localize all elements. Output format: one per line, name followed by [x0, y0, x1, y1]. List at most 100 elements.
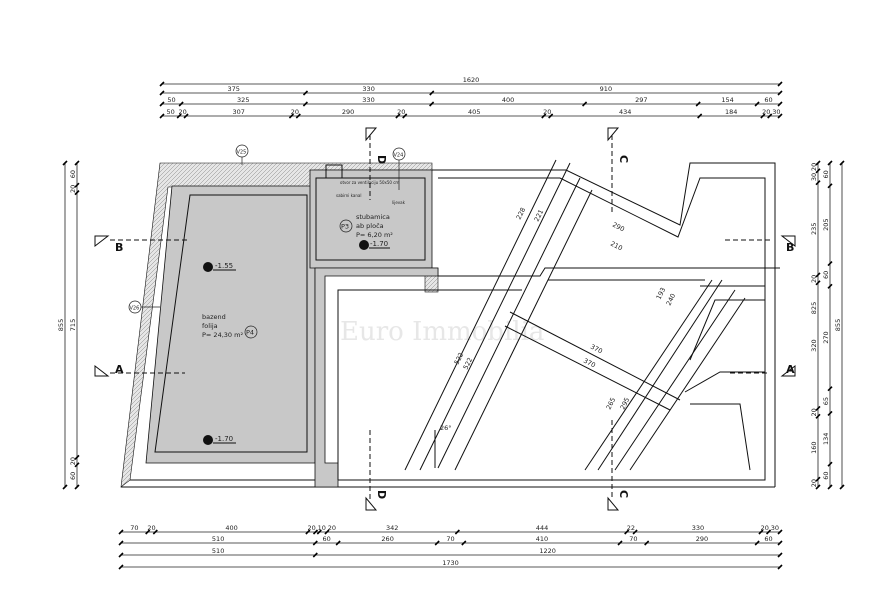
watermark: Euro Immobilia: [340, 317, 544, 347]
dimension-tick: [295, 113, 301, 119]
dimension-total-label: 825: [810, 302, 818, 314]
dimension-tick: [815, 280, 821, 286]
dimension-tick: [582, 101, 588, 107]
dimension-tick: [118, 529, 124, 535]
dimension-tick: [152, 529, 158, 535]
note: sabirni kanal: [336, 193, 361, 198]
dimension-tick: [839, 484, 845, 490]
dimension-tick: [777, 113, 783, 119]
dimension-tick: [827, 410, 833, 416]
dimension-tick: [395, 113, 401, 119]
dimension-tick: [312, 529, 319, 535]
dimension-tick: [429, 90, 435, 96]
dimension-label: 30: [772, 108, 780, 116]
dimension-label: 20: [328, 524, 336, 532]
dimension-tick: [74, 484, 80, 490]
dimension-label: 330: [692, 524, 704, 532]
dimension-tick: [839, 160, 845, 166]
dimension-tick: [632, 529, 638, 535]
dimension-tick: [827, 461, 833, 467]
dimension-tick: [777, 540, 783, 546]
dimension-label: 20: [69, 457, 77, 465]
level-label: -1.55: [215, 262, 233, 270]
dimension-tick: [777, 81, 783, 87]
dimension-tick: [644, 540, 650, 546]
room-area: P= 24,30 m²: [202, 331, 243, 339]
dimension-label: 297: [635, 96, 647, 104]
dimension-label: 510: [212, 535, 224, 543]
dimension-tick: [815, 160, 821, 166]
dimension-tick: [815, 484, 821, 490]
dimension-label: 20: [761, 524, 769, 532]
dimension-label: 342: [386, 524, 398, 532]
dimension-label: 20: [762, 108, 770, 116]
dimension-label: 20: [147, 524, 155, 532]
dimension-tick: [74, 462, 80, 468]
room-tag: P4: [246, 329, 254, 337]
dimension-label: 855: [57, 319, 65, 331]
dimension-label: 60: [323, 535, 331, 543]
wall-tags: V25 V24 V26: [128, 144, 406, 314]
dimension-label: 510: [212, 547, 224, 555]
level-marker: -1.55: [203, 262, 236, 272]
dimension-label: 30: [810, 173, 818, 181]
dimension-tick: [159, 101, 165, 107]
dimension-tick: [767, 113, 773, 119]
dimension-tick: [548, 113, 554, 119]
dimension-label: 270: [822, 331, 830, 343]
dimension-label: 1220: [539, 547, 556, 555]
room-name: stubamica: [356, 213, 390, 221]
dimension-tick: [827, 386, 833, 392]
dimension-label: 60: [822, 170, 830, 178]
dimension-tick: [777, 552, 783, 558]
dimension-label: 330: [362, 96, 374, 104]
dimension-tick: [178, 101, 184, 107]
pool-wall: [145, 185, 316, 464]
dimension-label: 20: [178, 108, 186, 116]
dimension-tick: [695, 101, 701, 107]
dim-label: 193: [655, 286, 668, 301]
dimension-label: 910: [600, 85, 612, 93]
dimension-label: 154: [721, 96, 733, 104]
dimension-label: 260: [381, 535, 393, 543]
dimension-label: 20: [810, 408, 818, 416]
dimension-label: 20: [810, 479, 818, 487]
dimension-tick: [827, 283, 833, 289]
dimension-tick: [305, 529, 311, 535]
dimension-label: 444: [536, 524, 548, 532]
stairwell: otvor za ventilaciju 50x50 cm sabirni ka…: [309, 164, 433, 269]
dimension-tick: [541, 113, 547, 119]
dimension-label: 1620: [463, 76, 480, 84]
dimension-tick: [765, 529, 772, 535]
dim-label: 370: [582, 357, 597, 370]
section-d-label: D: [375, 155, 388, 164]
wall-tag: V26: [130, 306, 140, 312]
level-label: -1.70: [215, 435, 233, 443]
dimension-tick: [183, 113, 189, 119]
dimension-tick: [454, 529, 460, 535]
dimension-label: 60: [764, 535, 772, 543]
dimension-label: 160: [810, 442, 818, 454]
room-finish: ab ploča: [356, 222, 384, 230]
dimension-label: 184: [725, 108, 737, 116]
dimension-label: 20: [810, 275, 818, 283]
dimension-tick: [118, 564, 124, 570]
dimension-tick: [758, 529, 764, 535]
dimension-tick: [827, 484, 833, 490]
dimension-tick: [624, 529, 630, 535]
dimension-label: 307: [233, 108, 245, 116]
dimension-label: 30: [771, 524, 779, 532]
dimension-tick: [74, 454, 80, 460]
dimension-label: 60: [69, 170, 77, 178]
dimension-label: 325: [237, 96, 249, 104]
lower-structure: [314, 159, 780, 488]
dimension-label: 320: [810, 339, 818, 351]
dimension-label: 410: [536, 535, 548, 543]
dim-label: 265: [605, 396, 618, 411]
dim-label: 522: [462, 356, 475, 371]
dim-label: 228: [515, 206, 528, 221]
note: lijevak: [392, 200, 406, 205]
dimension-tick: [697, 113, 703, 119]
dimension-tick: [324, 529, 330, 535]
